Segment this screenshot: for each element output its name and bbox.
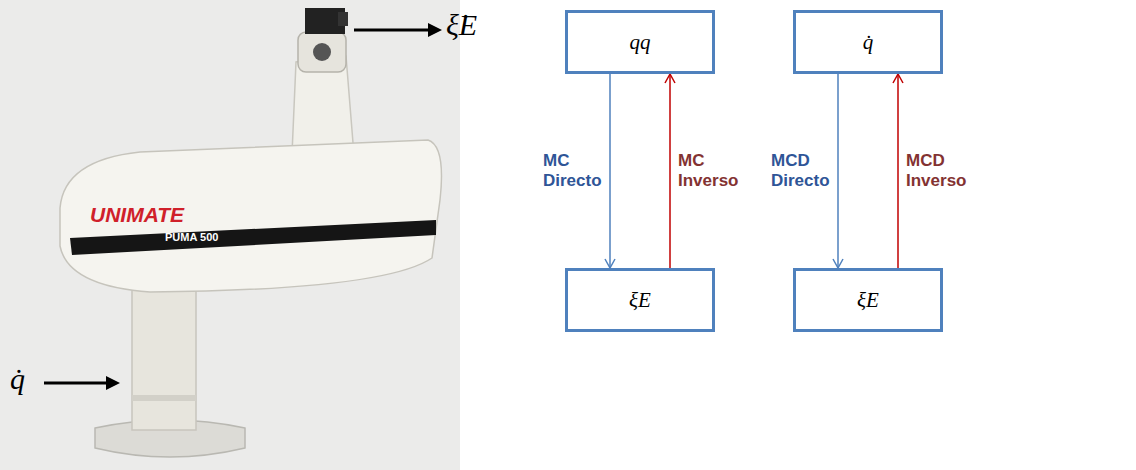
flow-arrow xyxy=(837,74,839,268)
math-symbol: ξ̇E xyxy=(857,288,879,313)
process-box: ξ̇E xyxy=(793,268,943,332)
flow-arrow xyxy=(609,74,611,268)
flow-arrow xyxy=(897,74,899,268)
model-text: PUMA 500 xyxy=(165,231,218,243)
robot-photo xyxy=(0,0,500,470)
velocity-symbol: q̇ xyxy=(10,362,25,396)
math-symbol: qq xyxy=(630,30,651,55)
process-box: qq xyxy=(565,10,715,74)
process-box: q̇ xyxy=(793,10,943,74)
edge-label: MCD Directo xyxy=(771,151,830,192)
velocity-symbol: ξ̇E xyxy=(446,8,477,42)
edge-label: MC Directo xyxy=(543,151,602,192)
math-symbol: ξE xyxy=(629,288,651,313)
flow-arrow xyxy=(669,74,671,268)
edge-label: MC Inverso xyxy=(678,151,738,192)
math-symbol: q̇ xyxy=(863,30,874,55)
process-box: ξE xyxy=(565,268,715,332)
brand-text: UNIMATE xyxy=(90,203,184,227)
edge-label: MCD Inverso xyxy=(906,151,966,192)
